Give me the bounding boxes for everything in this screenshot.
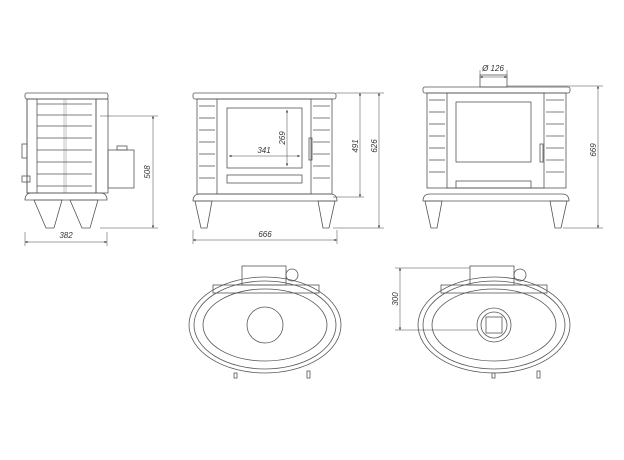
- dim-glass-height: 269: [278, 131, 287, 146]
- top-view-rear-outlet: [188, 265, 342, 379]
- door-glass: [226, 107, 303, 169]
- dim-front-door-height: 491: [351, 139, 360, 152]
- front-view-top-outlet: Ø 126 669: [422, 64, 603, 229]
- air-slider: [226, 174, 303, 184]
- dim-front-total-height: 626: [370, 139, 379, 153]
- side-view: 508 382: [21, 92, 158, 246]
- top-view-top-outlet: 300: [391, 265, 571, 379]
- front-view: 341 269 491 626 666: [192, 92, 384, 244]
- dim-front-width: 666: [258, 230, 272, 239]
- flue-collar: [107, 149, 135, 189]
- dim-rear-flue-offset: 300: [391, 292, 400, 306]
- door-handle-icon: [308, 137, 313, 161]
- flue-cover: [246, 306, 284, 344]
- dim-glass-width: 341: [257, 146, 270, 155]
- dim-side-height: 508: [143, 165, 152, 179]
- dim-top-outlet-height: 669: [589, 143, 598, 157]
- dim-flue-diameter: Ø 126: [481, 64, 504, 73]
- dim-side-depth: 382: [59, 231, 73, 240]
- door-handle-icon: [21, 143, 28, 159]
